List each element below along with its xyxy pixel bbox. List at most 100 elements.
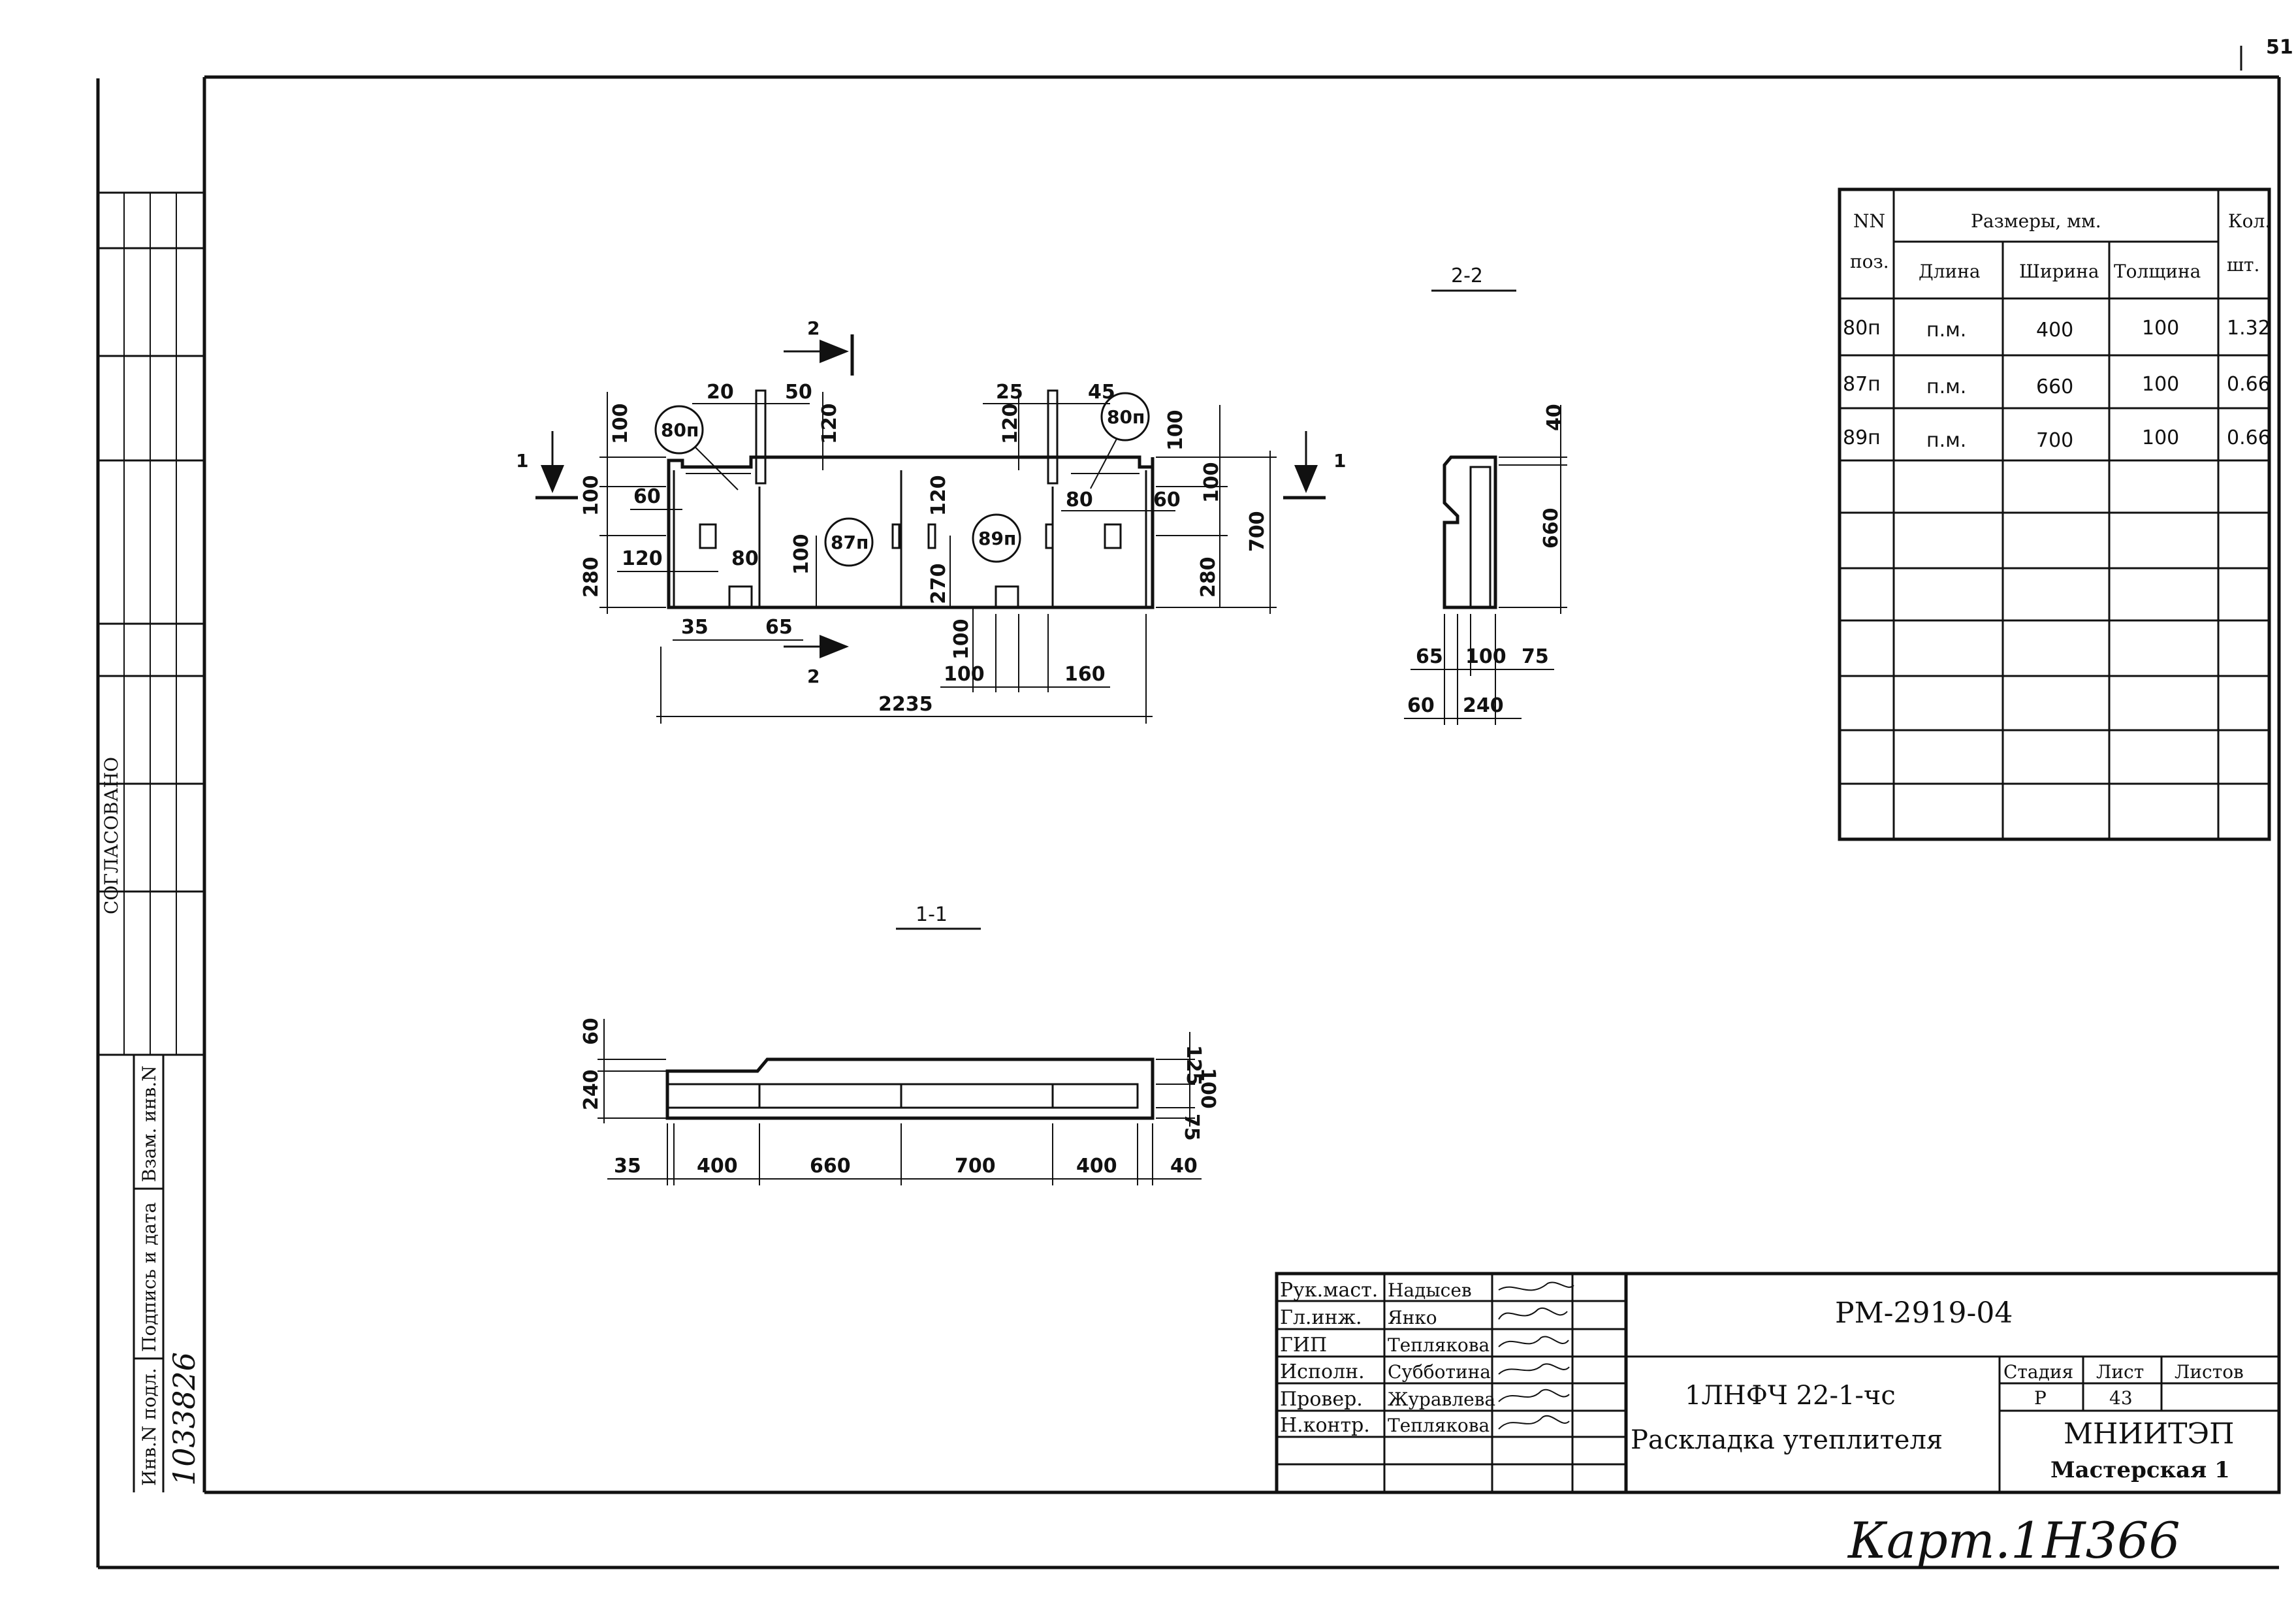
svg-text:Исполн.: Исполн. (1280, 1360, 1365, 1383)
svg-text:2235: 2235 (878, 693, 933, 716)
svg-text:Теплякова: Теплякова (1388, 1415, 1490, 1436)
svg-text:2: 2 (807, 666, 820, 687)
svg-text:700: 700 (2036, 429, 2073, 452)
svg-text:80п: 80п (661, 419, 699, 441)
plan-tag-87p: 87п (824, 517, 874, 567)
svg-text:87п: 87п (1843, 373, 1881, 396)
section-mark-2-top: 2 (784, 317, 854, 376)
svg-text:1.32: 1.32 (2227, 317, 2271, 340)
svg-text:400: 400 (1076, 1155, 1117, 1178)
svg-text:60: 60 (633, 485, 661, 508)
plan-view: 2 2 1 1 (516, 317, 1346, 724)
svg-text:2: 2 (807, 317, 820, 339)
inv-orig-label: Инв.N подл. (138, 1368, 160, 1486)
section-mark-1-left: 1 (516, 431, 578, 500)
svg-text:80п: 80п (1843, 317, 1881, 340)
spec-h-qty2: шт. (2227, 254, 2259, 276)
stage-value: Р (2034, 1387, 2047, 1409)
object-name: 1ЛНФЧ 22-1-чс (1685, 1381, 1896, 1411)
svg-text:35: 35 (681, 616, 709, 639)
svg-text:65: 65 (765, 616, 793, 639)
svg-text:п.м.: п.м. (1926, 376, 1966, 398)
svg-text:100: 100 (1164, 410, 1187, 451)
svg-text:ГИП: ГИП (1280, 1334, 1327, 1357)
svg-text:100: 100 (1465, 645, 1507, 668)
svg-text:60: 60 (1153, 489, 1181, 511)
svg-text:Провер.: Провер. (1280, 1388, 1363, 1411)
stage-header: Стадия (2003, 1361, 2073, 1383)
svg-text:280: 280 (1197, 556, 1220, 598)
sheet-header: Лист (2096, 1361, 2144, 1383)
svg-text:240: 240 (1463, 694, 1504, 717)
svg-text:45: 45 (1088, 381, 1115, 404)
svg-text:1: 1 (1333, 450, 1346, 472)
organization: МНИИТЭП (2064, 1417, 2235, 1451)
svg-text:400: 400 (697, 1155, 738, 1178)
spec-row-3: 89п п.м. 700 100 0.66 (1843, 426, 2271, 452)
svg-text:100: 100 (950, 619, 973, 660)
svg-text:660: 660 (2036, 376, 2073, 398)
svg-text:Рук.маст.: Рук.маст. (1280, 1279, 1378, 1302)
svg-text:100: 100 (2142, 373, 2179, 396)
svg-text:50: 50 (785, 381, 812, 404)
section-mark-1-right: 1 (1283, 431, 1346, 500)
svg-text:100: 100 (1196, 1068, 1219, 1109)
svg-text:20: 20 (707, 381, 734, 404)
svg-text:100: 100 (944, 663, 985, 686)
svg-text:400: 400 (2036, 319, 2073, 342)
inv-number-handwritten: 1033826 (167, 1352, 202, 1486)
section-2-2: 2-2 40 660 65 100 75 60 240 (1404, 265, 1567, 725)
svg-text:700: 700 (1246, 511, 1269, 552)
drawing-title: Раскладка утеплителя (1631, 1425, 1943, 1455)
spec-h-qty: Кол. (2228, 210, 2271, 232)
spec-table: NN поз. Размеры, мм. Длина Ширина Толщин… (1838, 187, 2271, 841)
section-2-2-title: 2-2 (1451, 265, 1483, 287)
svg-text:240: 240 (580, 1069, 603, 1110)
svg-text:89п: 89п (978, 528, 1016, 549)
section-1-1-title: 1-1 (916, 903, 948, 926)
svg-text:0.66: 0.66 (2227, 373, 2271, 396)
svg-text:100: 100 (2142, 426, 2179, 449)
workshop: Мастерская 1 (2050, 1457, 2230, 1483)
side-approval-column: СОГЛАСОВАНО Инв.N подл. Подпись и дата В… (98, 191, 204, 1492)
svg-text:Журавлева: Журавлева (1388, 1389, 1495, 1410)
signatures (1498, 1281, 1574, 1430)
svg-text:Теплякова: Теплякова (1388, 1334, 1490, 1356)
spec-row-2: 87п п.м. 660 100 0.66 (1843, 373, 2271, 398)
svg-text:87п: 87п (831, 532, 869, 553)
spec-h-sizes: Размеры, мм. (1971, 210, 2101, 232)
svg-text:270: 270 (927, 563, 950, 604)
svg-text:40: 40 (1543, 404, 1566, 431)
approved-label: СОГЛАСОВАНО (101, 757, 122, 914)
svg-text:89п: 89п (1843, 426, 1881, 449)
svg-text:120: 120 (818, 403, 841, 444)
plan-dimensions: 100 100 280 60 120 80 20 50 120 25 45 12… (580, 381, 1277, 724)
svg-text:100: 100 (790, 534, 813, 575)
signature-date-label: Подпись и дата (138, 1202, 160, 1352)
staff-list: Рук.маст. Надысев Гл.инж. Янко ГИП Тепля… (1280, 1279, 1495, 1437)
svg-text:125: 125 (1182, 1045, 1205, 1086)
svg-text:80: 80 (731, 547, 759, 570)
svg-text:65: 65 (1416, 645, 1443, 668)
svg-text:100: 100 (609, 403, 632, 444)
spec-h-pos: NN (1853, 210, 1885, 232)
svg-text:660: 660 (1540, 507, 1563, 549)
svg-text:п.м.: п.м. (1926, 429, 1966, 452)
svg-text:160: 160 (1064, 663, 1106, 686)
svg-text:80: 80 (1066, 489, 1093, 511)
svg-text:40: 40 (1170, 1155, 1198, 1178)
sheets-header: Листов (2175, 1361, 2244, 1383)
spec-h-pos2: поз. (1850, 251, 1889, 272)
plan-tag-89p: 89п (972, 513, 1021, 563)
spec-row-1: 80п п.м. 400 100 1.32 (1843, 317, 2271, 342)
svg-text:700: 700 (955, 1155, 996, 1178)
replace-inv-label: Взам. инв.N (138, 1065, 160, 1182)
svg-text:Янко: Янко (1388, 1307, 1437, 1328)
sheet-code: РМ-2919-04 (1835, 1296, 2013, 1330)
svg-text:Надысев: Надысев (1388, 1279, 1472, 1301)
svg-text:п.м.: п.м. (1926, 319, 1966, 342)
svg-text:1: 1 (516, 450, 528, 472)
svg-text:35: 35 (614, 1155, 641, 1178)
plan-tag-80p-left: 80п (654, 405, 739, 490)
